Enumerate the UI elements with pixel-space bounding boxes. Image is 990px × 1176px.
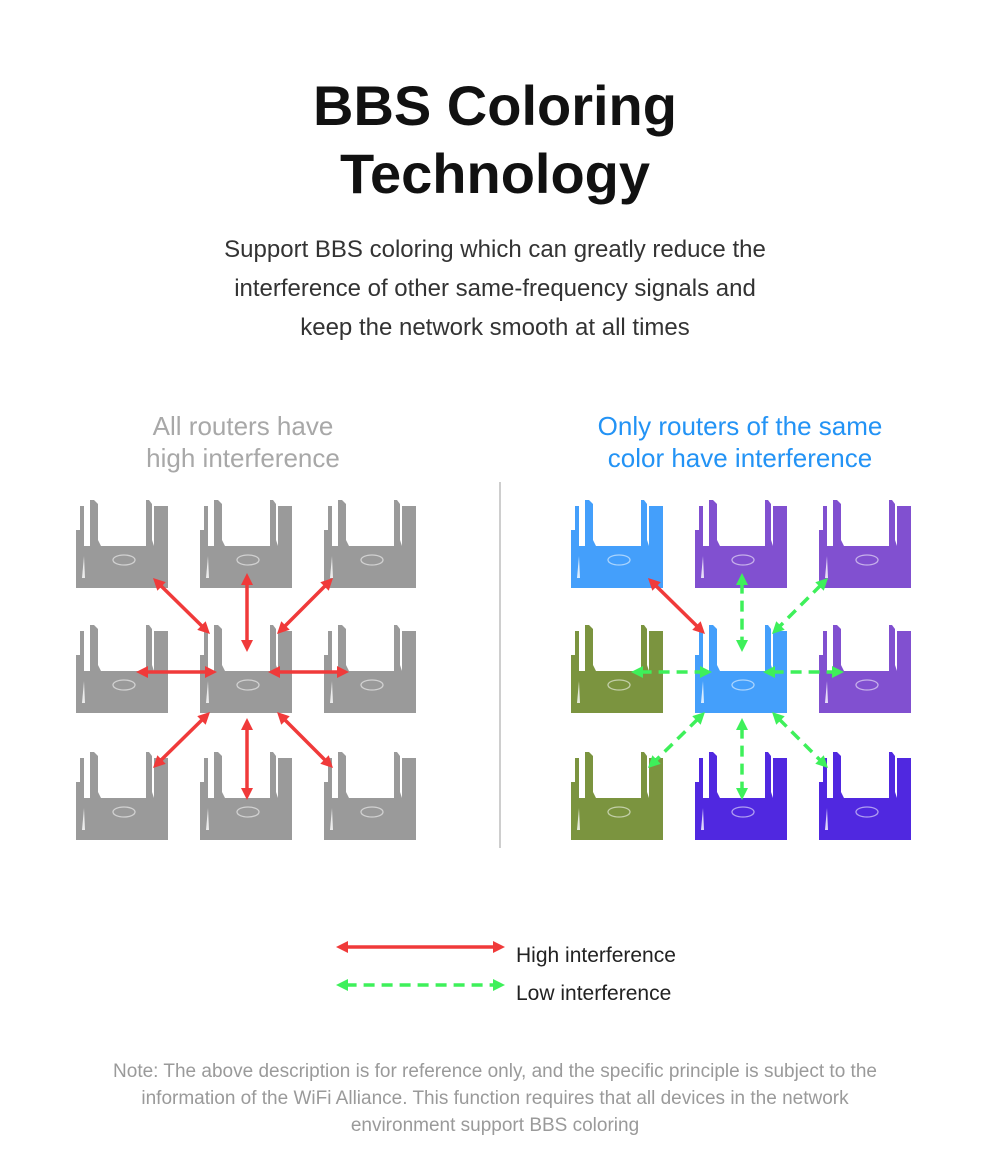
router-icon [819,500,911,588]
router-icon [324,500,416,588]
note-line: information of the WiFi Alliance. This f… [141,1088,849,1109]
high-interference-arrow [153,712,210,768]
router-icon [200,500,292,588]
title-line: BBS Coloring [313,74,677,137]
router-icon [695,500,787,588]
high-interference-arrow [268,666,349,678]
low-interference-arrow [772,712,828,768]
left-panel-heading: All routers have high interference [33,410,453,474]
router-icon [571,752,663,840]
note-line: Note: The above description is for refer… [113,1061,877,1082]
low-interference-arrow [336,979,505,991]
title-line: Technology [339,142,651,205]
subtitle: Support BBS coloring which can greatly r… [0,230,990,347]
router-icon [324,625,416,713]
router-icon [695,752,787,840]
router-icon [571,500,663,588]
heading-line: color have interference [607,443,873,473]
low-interference-arrow [648,712,705,768]
router-icon [200,625,292,713]
high-interference-arrow [241,718,253,800]
high-interference-arrow [648,578,705,634]
router-icon [76,625,168,713]
router-icon [324,752,416,840]
low-interference-arrow [736,718,748,800]
page-title: BBS Coloring Technology [0,72,990,208]
high-interference-arrow [153,578,210,634]
high-interference-arrow [136,666,217,678]
high-interference-arrow [336,941,505,953]
router-icon [571,625,663,713]
left-interference-arrows [136,573,349,800]
right-router-grid [571,500,911,840]
low-interference-arrow [772,578,828,634]
low-interference-arrow [736,573,748,652]
router-icon [819,625,911,713]
note-line: environment support BBS coloring [350,1115,640,1136]
router-icon [76,500,168,588]
legend-arrows [336,941,505,991]
router-icon [76,752,168,840]
subtitle-line: Support BBS coloring which can greatly r… [224,236,766,263]
footnote: Note: The above description is for refer… [0,1058,990,1139]
router-icon [695,625,787,713]
left-router-grid [76,500,416,840]
low-interference-arrow [763,666,844,678]
high-interference-arrow [277,712,333,768]
router-icon [200,752,292,840]
heading-line: All routers have [152,411,334,441]
high-interference-arrow [241,573,253,652]
heading-line: Only routers of the same [597,411,883,441]
subtitle-line: keep the network smooth at all times [300,314,690,341]
heading-line: high interference [146,443,340,473]
low-interference-arrow [631,666,712,678]
high-interference-arrow [277,578,333,634]
subtitle-line: interference of other same-frequency sig… [234,275,756,302]
legend-high-label: High interference [516,944,676,967]
right-interference-arrows [631,573,844,800]
router-icon [819,752,911,840]
legend-low-label: Low interference [516,982,672,1005]
right-panel-heading: Only routers of the same color have inte… [530,410,950,474]
